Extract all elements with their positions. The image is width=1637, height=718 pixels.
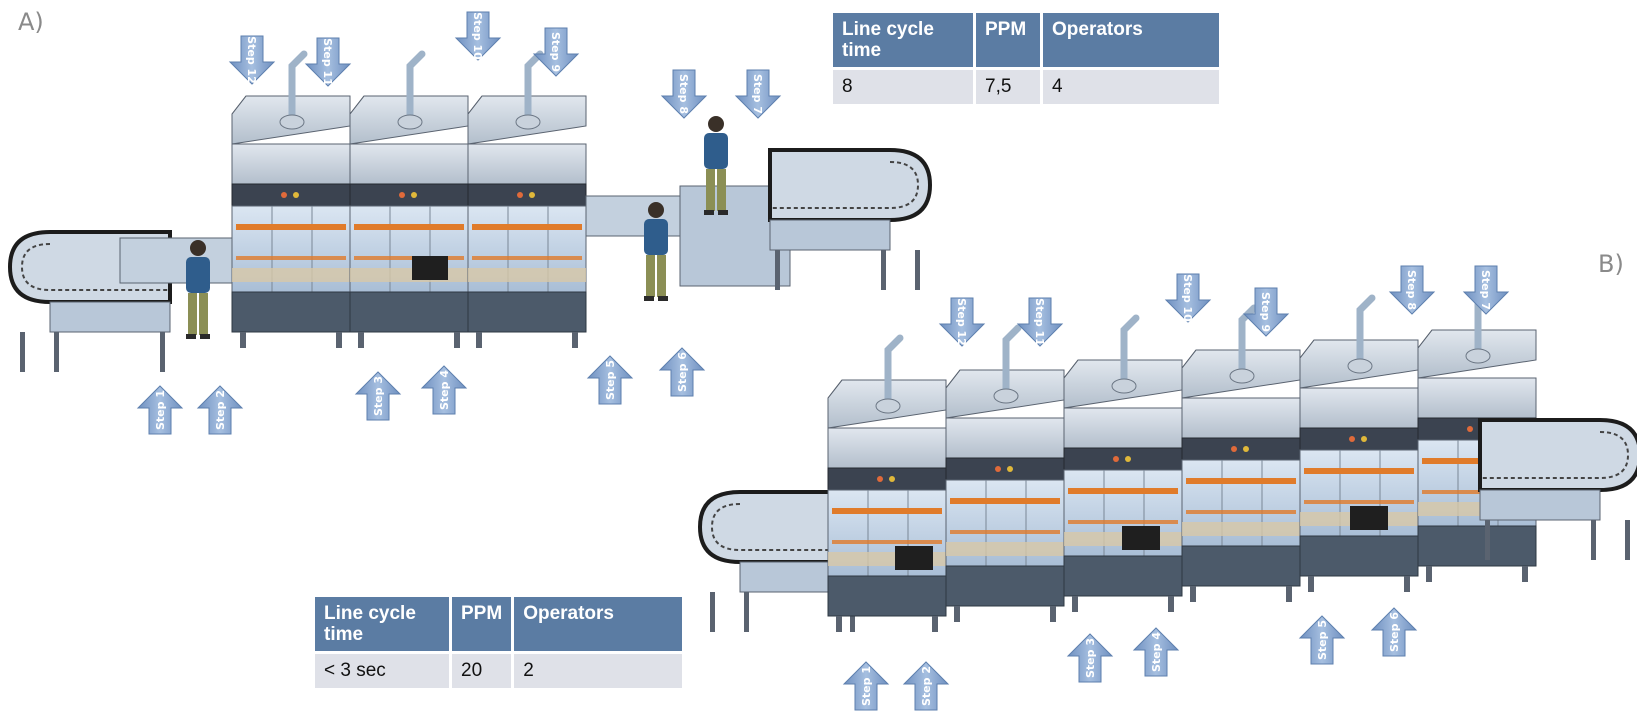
panel-a-label: A) (18, 8, 44, 36)
panel-a-step-5-label: Step 5 (604, 360, 617, 400)
panel-b-step-9-arrow: Step 9 (1243, 287, 1289, 337)
value-operators: 4 (1043, 70, 1219, 104)
panel-b-step-8-label: Step 8 (1405, 270, 1418, 310)
panel-b-step-9-label: Step 9 (1259, 292, 1272, 332)
panel-a-step-3-label: Step 3 (372, 376, 385, 416)
panel-b-step-arrows: Step 1 Step 2 Step 3 Step 4 Step 5 Step … (843, 265, 1509, 711)
panel-b-step-5-arrow: Step 5 (1299, 615, 1345, 665)
panel-a-line (8, 54, 932, 374)
panel-a-left-transfer (119, 237, 251, 284)
panel-a-step-9-arrow: Step 9 (533, 27, 579, 77)
panel-b-step-1-label: Step 1 (860, 666, 873, 706)
panel-b-step-10-label: Step 10 (1181, 274, 1194, 322)
panel-a-cell-2 (350, 54, 468, 348)
panel-a-step-10-label: Step 10 (471, 12, 484, 60)
panel-a-step-9-label: Step 9 (549, 32, 562, 72)
table-row: < 3 sec 20 2 (315, 654, 683, 688)
panel-a-step-11-arrow: Step 11 (305, 37, 351, 87)
panel-a-step-1-arrow: Step 1 (137, 385, 183, 435)
panel-b-step-7-arrow: Step 7 (1463, 265, 1509, 315)
header-operators: Operators (1043, 13, 1219, 67)
panel-a-step-7-label: Step 7 (751, 74, 764, 114)
panel-b-cell-1 (828, 338, 946, 632)
panel-b-step-4-label: Step 4 (1150, 632, 1163, 672)
panel-a-cell-3 (468, 54, 586, 348)
panel-b-monitor-2 (1122, 526, 1160, 550)
panel-b-monitor-1 (895, 546, 933, 570)
header-operators: Operators (514, 597, 683, 651)
table-row: 8 7,5 4 (833, 70, 1219, 104)
panel-b-step-3-label: Step 3 (1084, 638, 1097, 678)
panel-b-step-6-arrow: Step 6 (1371, 607, 1417, 657)
panel-a-step-8-arrow: Step 8 (661, 69, 707, 119)
table-header-row: Line cycle time PPM Operators (833, 13, 1219, 67)
panel-b-step-2-arrow: Step 2 (903, 661, 949, 711)
value-ppm: 20 (452, 654, 512, 688)
header-line-cycle-time: Line cycle time (315, 597, 449, 651)
panel-a-step-11-label: Step 11 (321, 38, 334, 86)
panel-a-step-6-label: Step 6 (676, 352, 689, 392)
panel-a-step-12-arrow: Step 12 (229, 35, 275, 85)
panel-a-step-arrows: Step 1 Step 2 Step 3 Step 4 Step 5 Step … (137, 11, 781, 435)
panel-a-cell-1 (232, 54, 350, 348)
panel-b-step-4-arrow: Step 4 (1133, 627, 1179, 677)
panel-b-step-12-arrow: Step 12 (939, 297, 985, 347)
panel-a-step-1-label: Step 1 (154, 390, 167, 430)
panel-b-line (698, 288, 1637, 632)
panel-b-label: B) (1598, 250, 1624, 278)
panel-b-step-7-label: Step 7 (1479, 270, 1492, 310)
panel-b-step-6-label: Step 6 (1388, 612, 1401, 652)
panel-b-step-2-label: Step 2 (920, 666, 933, 706)
panel-b-step-8-arrow: Step 8 (1389, 265, 1435, 315)
panel-a-monitor (412, 256, 448, 280)
table-header-row: Line cycle time PPM Operators (315, 597, 683, 651)
panel-a-specs-table: Line cycle time PPM Operators 8 7,5 4 (830, 10, 1222, 107)
panel-b-cell-4 (1182, 308, 1300, 602)
panel-b-cell-2 (946, 328, 1064, 622)
panel-a-step-6-arrow: Step 6 (659, 347, 705, 397)
panel-a-step-7-arrow: Step 7 (735, 69, 781, 119)
panel-b-step-1-arrow: Step 1 (843, 661, 889, 711)
panel-a-right-conveyor-loop (768, 148, 932, 292)
panel-a-step-2-arrow: Step 2 (197, 385, 243, 435)
panel-b-step-5-label: Step 5 (1316, 620, 1329, 660)
panel-b-cell-5 (1300, 298, 1418, 592)
panel-a-step-3-arrow: Step 3 (355, 371, 401, 421)
panel-b-cell-3 (1064, 318, 1182, 612)
panel-b-step-11-label: Step 11 (1033, 298, 1046, 346)
panel-a-step-12-label: Step 12 (245, 36, 258, 84)
value-line-cycle-time: < 3 sec (315, 654, 449, 688)
panel-b-step-3-arrow: Step 3 (1067, 633, 1113, 683)
panel-a-step-4-label: Step 4 (438, 370, 451, 410)
header-ppm: PPM (452, 597, 512, 651)
panel-a-step-4-arrow: Step 4 (421, 365, 467, 415)
panel-a-step-10-arrow: Step 10 (455, 11, 501, 61)
header-line-cycle-time: Line cycle time (833, 13, 973, 67)
panel-a-step-2-label: Step 2 (214, 390, 227, 430)
panel-a-step-5-arrow: Step 5 (587, 355, 633, 405)
panel-a-step-8-label: Step 8 (677, 74, 690, 114)
value-ppm: 7,5 (976, 70, 1040, 104)
panel-b-step-11-arrow: Step 11 (1017, 297, 1063, 347)
panel-b-step-12-label: Step 12 (955, 298, 968, 346)
panel-b-step-10-arrow: Step 10 (1165, 273, 1211, 323)
panel-b-specs-table: Line cycle time PPM Operators < 3 sec 20… (312, 594, 685, 691)
value-line-cycle-time: 8 (833, 70, 973, 104)
panel-b-monitor-3 (1350, 506, 1388, 530)
value-operators: 2 (514, 654, 683, 688)
header-ppm: PPM (976, 13, 1040, 67)
